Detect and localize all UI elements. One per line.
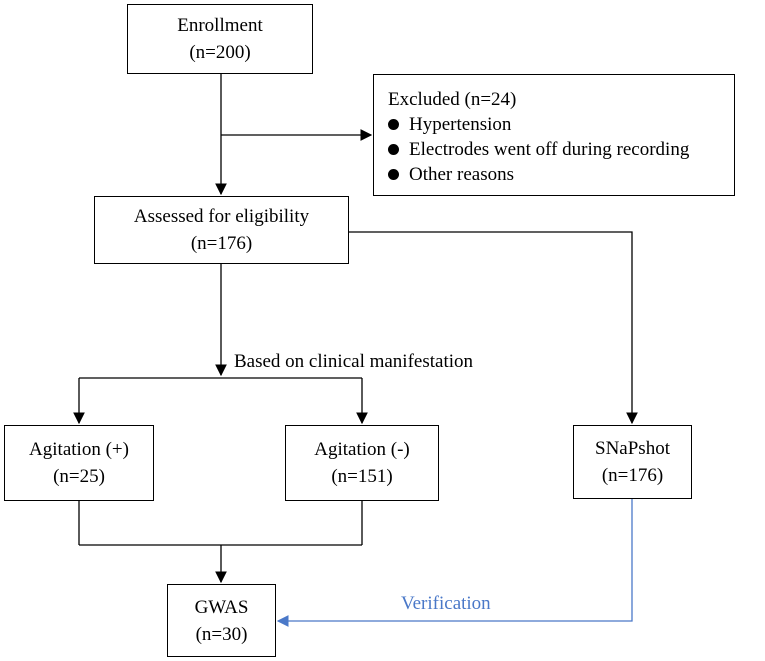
agitation-neg-box: Agitation (-) (n=151): [285, 425, 439, 501]
snapshot-count: (n=176): [601, 465, 664, 486]
gwas-title: GWAS: [194, 596, 249, 618]
arrow-assessed-to-snapshot: [349, 231, 638, 425]
assessed-box: Assessed for eligibility (n=176): [94, 196, 349, 264]
agitation-neg-title: Agitation (-): [314, 439, 410, 460]
enrollment-count: (n=200): [189, 42, 251, 63]
enrollment-box: Enrollment (n=200): [127, 4, 313, 74]
gwas-box: GWAS (n=30): [167, 584, 276, 657]
snapshot-box: SNaPshot (n=176): [573, 425, 692, 499]
bullet-icon: [388, 144, 399, 155]
agitation-pos-box: Agitation (+) (n=25): [4, 425, 154, 501]
split-label: Based on clinical manifestation: [234, 351, 474, 372]
bullet-icon: [388, 169, 399, 180]
assessed-count: (n=176): [190, 233, 253, 254]
excluded-box: Excluded (n=24) Hypertension Electrodes …: [373, 74, 735, 196]
excluded-reasons-list: Hypertension Electrodes went off during …: [388, 112, 734, 187]
agitation-pos-count: (n=25): [53, 466, 105, 487]
verification-label: Verification: [401, 593, 491, 614]
excluded-reason: Hypertension: [388, 112, 734, 137]
excluded-reason: Other reasons: [388, 162, 734, 187]
excluded-reason: Electrodes went off during recording: [388, 137, 734, 162]
gwas-count: (n=30): [195, 623, 248, 645]
bullet-icon: [388, 119, 399, 130]
agitation-neg-count: (n=151): [331, 466, 393, 487]
enrollment-title: Enrollment: [177, 15, 263, 36]
agitation-pos-title: Agitation (+): [29, 439, 129, 460]
assessed-title: Assessed for eligibility: [133, 206, 310, 227]
excluded-title: Excluded (n=24): [388, 89, 517, 110]
verification-arrow: [276, 499, 633, 627]
snapshot-title: SNaPshot: [595, 438, 670, 459]
